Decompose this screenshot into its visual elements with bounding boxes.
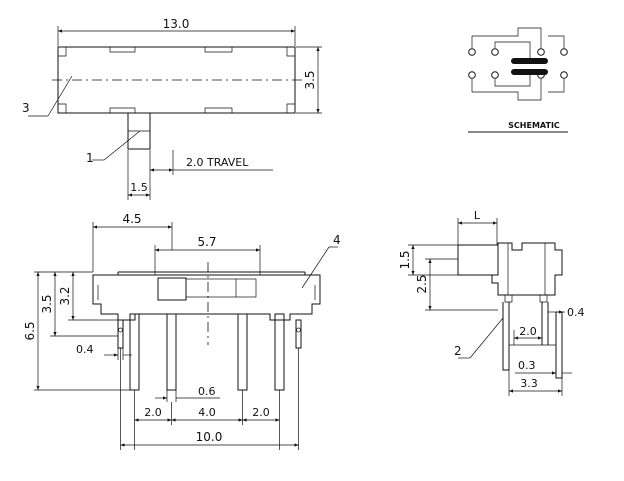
contact-4 (560, 48, 568, 56)
callout-1: 1 (86, 151, 94, 165)
dim-1-5-top: 1.5 (130, 181, 148, 194)
dim-3-2: 3.2 (58, 286, 72, 305)
side-view: L 1.5 2.5 0.4 2.0 0.3 (398, 209, 585, 396)
front-slider (185, 278, 257, 298)
callout-4: 4 (333, 233, 341, 247)
dim-travel: 2.0 TRAVEL (186, 156, 249, 169)
schematic-wiring (471, 27, 565, 101)
side-terminal-tip (555, 312, 563, 379)
post-right (295, 319, 302, 349)
contact-2 (491, 48, 499, 56)
contact-1 (468, 48, 476, 56)
schematic: SCHEMATIC (468, 27, 568, 133)
contact-3 (537, 48, 545, 56)
contact-5 (468, 71, 476, 79)
front-actuator (157, 277, 187, 301)
dim-13-0: 13.0 (163, 17, 190, 31)
top-housing-corners (58, 47, 295, 113)
dim-0-6: 0.6 (198, 385, 216, 398)
dim-pitch-left: 2.0 (144, 406, 162, 419)
pin-1 (129, 313, 140, 391)
dim-6-5: 6.5 (23, 321, 37, 340)
front-view: 4.5 5.7 4 6.5 (23, 212, 341, 450)
side-terminal-right (541, 302, 549, 345)
dim-3-5-front: 3.5 (40, 294, 54, 313)
dim-L: L (474, 209, 481, 222)
schematic-label: SCHEMATIC (508, 121, 560, 130)
dim-10-0: 10.0 (196, 430, 223, 444)
dim-3-3: 3.3 (520, 377, 538, 390)
dim-pitch-right: 2.0 (252, 406, 270, 419)
dim-4-5: 4.5 (122, 212, 141, 226)
contact-8 (560, 71, 568, 79)
dim-pitch-center: 4.0 (198, 406, 216, 419)
top-view: 13.0 3.5 3 1 2.0 TRAVEL 1.5 (22, 17, 322, 200)
dim-0-3: 0.3 (518, 359, 536, 372)
contact-6 (491, 71, 499, 79)
post-left (117, 319, 124, 349)
callout-3: 3 (22, 101, 30, 115)
dim-2-5: 2.5 (415, 274, 429, 293)
dim-5-7: 5.7 (197, 235, 216, 249)
dim-2-0-side: 2.0 (519, 325, 537, 338)
front-housing (92, 274, 321, 321)
side-actuator (457, 244, 499, 276)
callout-2: 2 (454, 344, 462, 358)
dim-0-4-front: 0.4 (76, 343, 94, 356)
pin-3 (237, 313, 248, 391)
dim-0-4-side: 0.4 (567, 306, 585, 319)
side-terminal-left (502, 302, 510, 371)
side-housing (491, 242, 563, 296)
pin-4 (274, 313, 285, 391)
dim-1-5-side: 1.5 (398, 250, 412, 269)
dim-3-5-top: 3.5 (303, 70, 317, 89)
pin-2 (166, 313, 177, 391)
